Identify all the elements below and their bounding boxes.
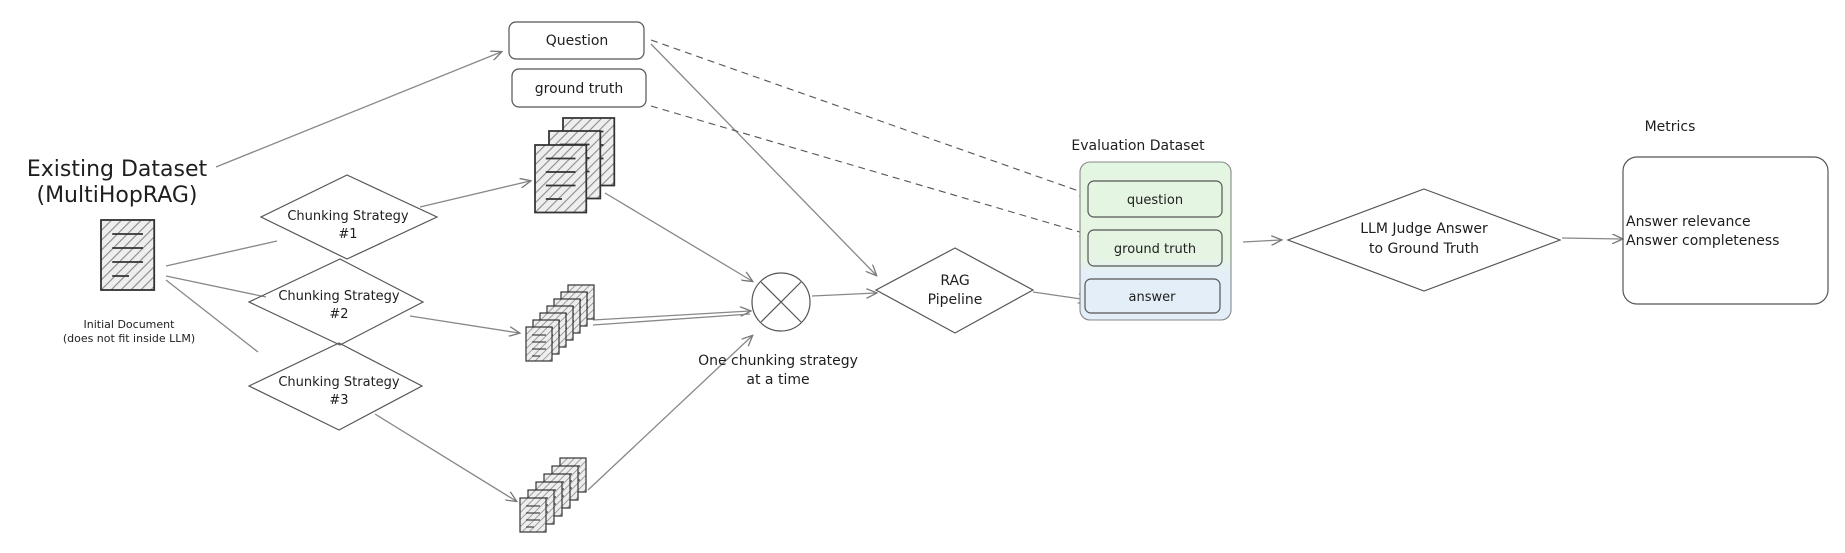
chunking-strategy-1-label: Chunking Strategy bbox=[287, 209, 409, 224]
line-doc-to-strategy-3 bbox=[165, 279, 259, 353]
question-box: Question bbox=[508, 21, 645, 60]
combiner-x-icon bbox=[751, 272, 811, 332]
llm-judge-label-note: to Ground Truth bbox=[1369, 241, 1479, 257]
eval-question-box bbox=[1087, 180, 1223, 218]
chunking-strategy-1: Chunking Strategy #1 bbox=[259, 174, 439, 260]
metrics-title: Metrics bbox=[1645, 119, 1696, 135]
line-doc-to-strategy-2 bbox=[165, 275, 267, 298]
ground-truth-label: ground truth bbox=[535, 81, 623, 97]
arrow-strategy-2-to-chunks bbox=[409, 315, 519, 333]
chunking-strategy-3-number: #3 bbox=[329, 393, 348, 408]
eval-ground-truth-label: ground truth bbox=[1114, 242, 1196, 257]
chunking-strategy-2-label: Chunking Strategy bbox=[278, 289, 400, 304]
chunk-stack-2-icon bbox=[525, 284, 595, 362]
arrow-chunks-2-to-combiner bbox=[592, 311, 750, 321]
line-chunks-2-to-combiner-b bbox=[592, 313, 751, 326]
arrow-judge-to-metrics bbox=[1561, 238, 1622, 239]
chunking-strategy-2-number: #2 bbox=[329, 307, 348, 322]
arrow-chunks-3-to-combiner bbox=[587, 336, 752, 491]
llm-judge-label: LLM Judge Answer bbox=[1360, 221, 1488, 237]
chunking-strategy-2: Chunking Strategy #2 bbox=[247, 258, 425, 346]
dashed-ground-truth-to-eval bbox=[650, 105, 1090, 235]
chunking-strategy-1-number: #1 bbox=[338, 227, 357, 242]
metrics-item-relevance: Answer relevance bbox=[1626, 214, 1751, 230]
arrow-question-to-rag bbox=[650, 43, 876, 275]
combiner-caption-note: at a time bbox=[746, 372, 809, 388]
llm-judge: LLM Judge Answer to Ground Truth bbox=[1286, 188, 1562, 292]
eval-answer-box bbox=[1084, 278, 1221, 314]
dataset-subtitle: (MultiHopRAG) bbox=[36, 183, 197, 208]
eval-question-label: question bbox=[1127, 193, 1183, 208]
arrow-strategy-3-to-chunks bbox=[374, 413, 516, 501]
metrics-item-completeness: Answer completeness bbox=[1626, 233, 1779, 249]
initial-document-caption: Initial Document bbox=[84, 318, 176, 331]
line-doc-to-strategy-1 bbox=[165, 240, 278, 267]
chunk-stack-1-icon bbox=[534, 117, 616, 214]
connectors bbox=[165, 39, 1622, 501]
chunking-strategy-3-label: Chunking Strategy bbox=[278, 375, 400, 390]
evaluation-dataset-title: Evaluation Dataset bbox=[1071, 138, 1205, 154]
eval-ground-truth-box bbox=[1087, 229, 1223, 267]
evaluation-dataset: question ground truth answer bbox=[1079, 161, 1232, 321]
initial-document-caption-note: (does not fit inside LLM) bbox=[63, 332, 195, 345]
ground-truth-box: ground truth bbox=[511, 68, 647, 108]
dataset-title: Existing Dataset bbox=[27, 157, 208, 182]
arrow-dataset-to-question bbox=[215, 52, 501, 168]
chunking-strategy-3: Chunking Strategy #3 bbox=[247, 342, 424, 431]
metrics-box: Answer relevance Answer completeness bbox=[1622, 156, 1829, 305]
dashed-question-to-eval bbox=[650, 39, 1090, 195]
arrow-eval-to-judge bbox=[1242, 240, 1281, 242]
arrow-combiner-to-rag bbox=[811, 293, 876, 296]
rag-pipeline-label-note: Pipeline bbox=[928, 292, 983, 308]
arrow-chunks-1-to-combiner bbox=[604, 192, 752, 281]
initial-document-icon bbox=[100, 219, 156, 291]
chunk-stack-3-icon bbox=[519, 457, 587, 533]
rag-pipeline-label: RAG bbox=[940, 273, 969, 289]
eval-answer-label: answer bbox=[1129, 290, 1177, 305]
arrow-strategy-1-to-chunks bbox=[419, 181, 530, 208]
rag-pipeline: RAG Pipeline bbox=[874, 247, 1035, 334]
arrow-rag-to-answer bbox=[1032, 291, 1088, 300]
combiner-caption: One chunking strategy bbox=[698, 353, 858, 369]
question-label: Question bbox=[546, 33, 609, 49]
